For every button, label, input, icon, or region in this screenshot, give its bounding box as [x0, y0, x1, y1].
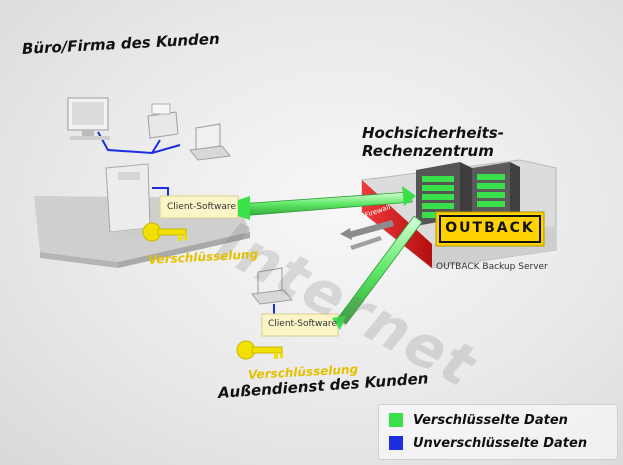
legend-label-unencrypted: Unverschlüsselte Daten [413, 435, 588, 451]
legend-item-unencrypted: Unverschlüsselte Daten [389, 434, 587, 452]
legend: Verschlüsselte Daten Unverschlüsselte Da… [378, 404, 618, 460]
datacenter-title: Hochsicherheits- Rechenzentrum [362, 124, 504, 160]
legend-label-encrypted: Verschlüsselte Daten [413, 412, 568, 428]
computer-icon [67, 97, 110, 140]
encrypted-connection-field [332, 215, 423, 330]
internet-arrows [340, 220, 394, 250]
encrypted-connection-office [237, 186, 416, 220]
legend-swatch-unencrypted [389, 436, 403, 450]
server-label: OUTBACK Backup Server [436, 262, 548, 272]
laptop-icon [189, 123, 231, 161]
key-icon [142, 222, 187, 242]
client-software-label-field: Client-Software [268, 319, 337, 329]
legend-swatch-encrypted [389, 413, 403, 427]
legend-item-encrypted: Verschlüsselte Daten [389, 411, 568, 429]
client-software-label-office: Client-Software [167, 202, 236, 212]
brand-logo: OUTBACK [445, 220, 535, 236]
datacenter-title-line2: Rechenzentrum [362, 142, 494, 160]
laptop-icon [251, 267, 293, 316]
datacenter-title-line1: Hochsicherheits- [362, 124, 504, 142]
brand-panel [435, 211, 545, 247]
printer-icon [147, 103, 179, 139]
key-icon [236, 340, 283, 360]
